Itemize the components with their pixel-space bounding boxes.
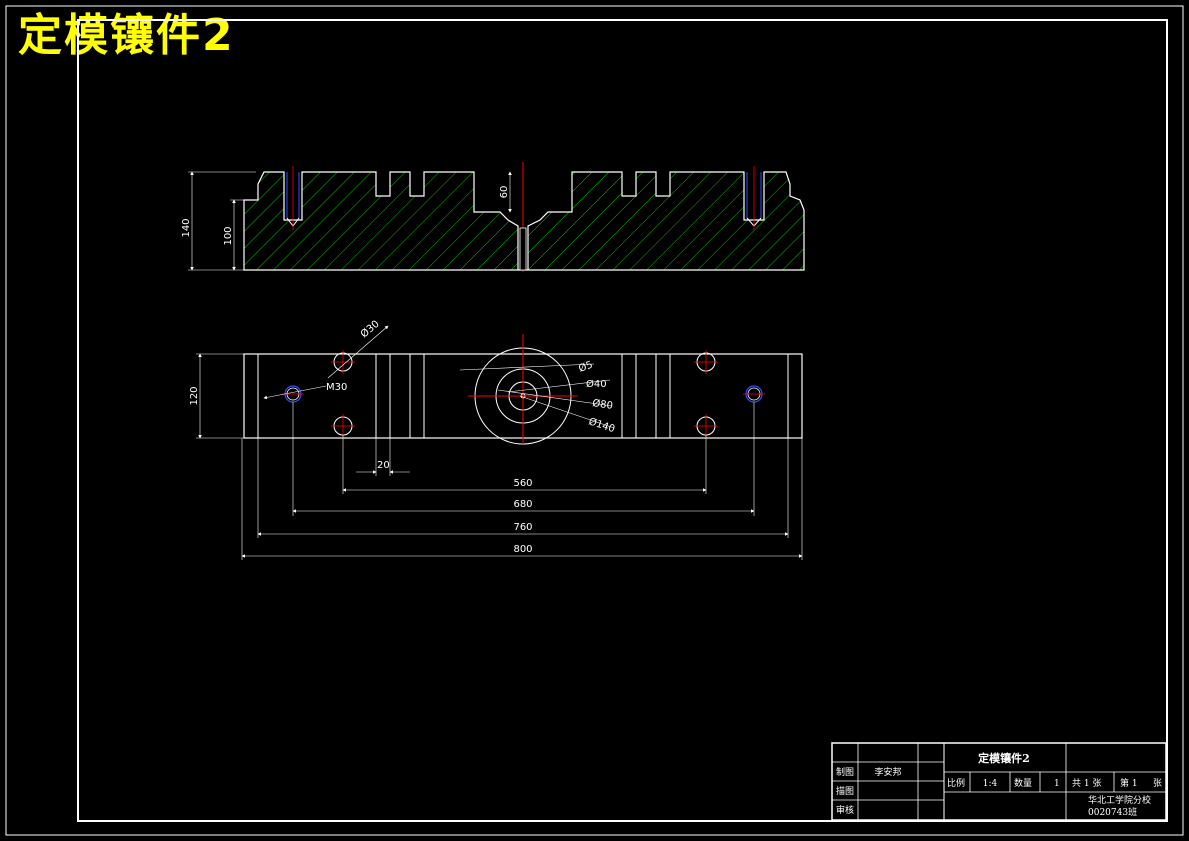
dim-760: 760: [513, 522, 532, 533]
dim-60: 60: [499, 186, 510, 199]
dim-m30: M30: [326, 382, 347, 393]
thread-hole-right: [743, 385, 765, 403]
section-outline: [243, 171, 805, 271]
tb-checked-label: 审核: [836, 804, 854, 816]
tb-made-by-name: 李安邦: [874, 766, 901, 778]
tb-school: 华北工学院分校: [1088, 794, 1151, 806]
dim-560: 560: [513, 478, 532, 489]
tb-sheet-unit: 张: [1153, 778, 1162, 789]
dim-120: 120: [189, 386, 200, 405]
dim-d5: Ø5: [577, 359, 594, 375]
dim-20: 20: [377, 460, 390, 471]
dim-680: 680: [513, 499, 532, 510]
screw-hole-br: [694, 414, 718, 438]
dim-800: 800: [513, 544, 532, 555]
dim-140: 140: [181, 218, 192, 237]
dim-d80: Ø80: [592, 397, 614, 412]
screw-hole-tl: [331, 350, 355, 374]
dim-d140: Ø140: [587, 415, 616, 435]
tb-part-name: 定模镶件2: [978, 751, 1030, 765]
sheet-border: [5, 5, 1184, 836]
dim-d40: Ø40: [586, 378, 607, 390]
front-section-view: 140 100 60: [181, 162, 805, 272]
top-view: Ø30 M30 Ø5 Ø40 Ø80 Ø140 120 20 560: [189, 318, 803, 560]
tb-qty-value: 1: [1054, 779, 1060, 789]
tb-total-sheets: 共 1 张: [1072, 778, 1101, 789]
screw-hole-bl: [331, 414, 355, 438]
tb-qty-label: 数量: [1014, 777, 1032, 789]
tb-scale-value: 1:4: [983, 779, 998, 789]
dim-d30: Ø30: [358, 318, 382, 340]
tb-student-id: 0020743班: [1088, 806, 1137, 818]
drawing-frame: [77, 19, 1168, 822]
dim-100: 100: [223, 226, 234, 245]
tb-scale-label: 比例: [947, 777, 965, 789]
screw-hole-tr: [694, 350, 718, 374]
tb-made-by-label: 制图: [836, 766, 854, 778]
title-block: 定模镶件2 制图 李安邦 描图 审核 比例 1:4 数量 1 共 1 张 第 1…: [831, 742, 1167, 821]
tb-sheet-no: 第 1: [1120, 777, 1138, 789]
tb-traced-label: 描图: [836, 785, 854, 797]
